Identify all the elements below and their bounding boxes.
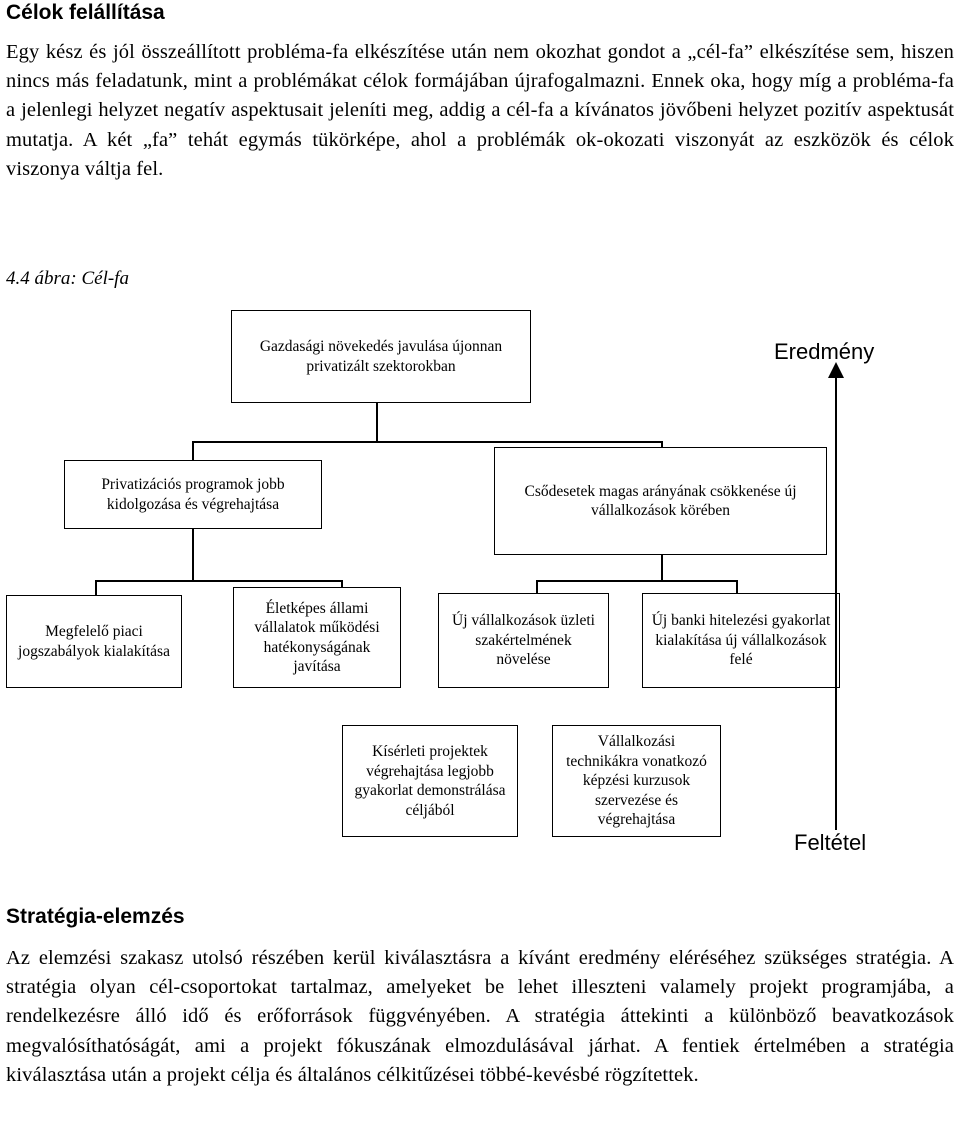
connector-low2-down [341,580,343,588]
goal-box-low4: Új banki hitelezési gyakorlat kialakítás… [642,593,840,688]
connector-right-horizontal [536,580,737,582]
connector-left-horizontal [95,580,342,582]
result-label: Eredmény [774,339,875,364]
goal-box-bottom-left: Kísérleti projektek végrehajtása legjobb… [342,725,518,837]
connector-mid-horizontal [192,441,662,443]
condition-label: Feltétel [794,830,867,855]
section-title-goals: Célok felállítása [6,1,165,24]
connector-left-down [192,528,194,580]
connector-low1-down [95,580,97,596]
figure-caption: 4.4 ábra: Cél-fa [6,268,129,289]
connector-right-down [661,554,663,580]
connector-top-down [376,402,378,442]
goal-box-mid-left: Privatizációs programok jobb kidolgozása… [64,460,322,529]
connector-mid-left-down [192,441,194,461]
connector-low3-down [536,580,538,594]
connector-low4-down [736,580,738,594]
goals-paragraph: Egy kész és jól összeállított probléma-f… [6,41,954,180]
goal-box-top: Gazdasági növekedés javulása újonnan pri… [231,310,531,403]
goal-box-low2: Életképes állami vállalatok működési hat… [233,587,401,688]
goal-box-low3: Új vállalkozások üzleti szakértelmének n… [438,593,609,688]
section-title-strategy: Stratégia-elemzés [6,905,185,928]
goal-box-bottom-right: Vállalkozási technikákra vonatkozó képzé… [552,725,721,837]
strategy-paragraph: Az elemzési szakasz utolsó részében kerü… [6,947,954,1086]
goal-box-mid-right: Csődesetek magas arányának csökkenése új… [494,447,827,555]
goal-box-low1: Megfelelő piaci jogszabályok kialakítása [6,595,182,688]
result-arrow [828,362,844,830]
